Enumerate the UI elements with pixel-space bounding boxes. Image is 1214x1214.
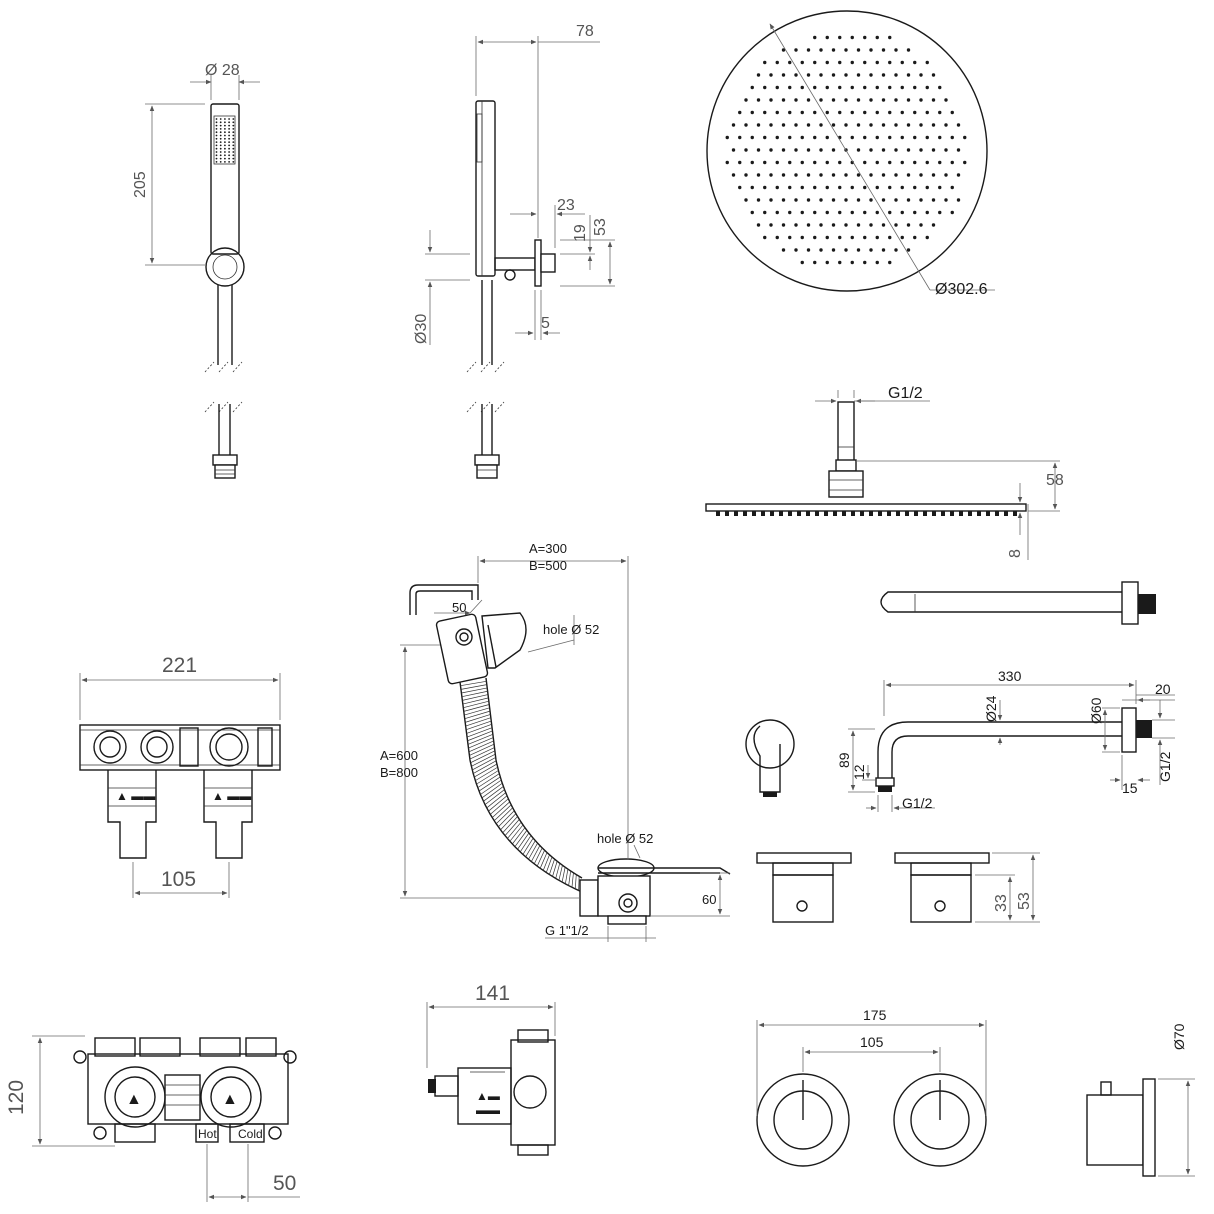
arm-length-label: 330 <box>998 668 1022 684</box>
control-plates-front-view: 175 105 <box>756 1007 987 1167</box>
total-height-label: 53 <box>1016 892 1033 910</box>
hot-label: Hot <box>198 1127 217 1141</box>
outlet-thread-label: G1/2 <box>902 795 933 811</box>
two-outlet-valve-front-view: ▲ ▬▬ ▲ ▬▬ 221 105 <box>79 654 281 898</box>
flange-diameter-label: Ø60 <box>1088 697 1104 724</box>
lever-length-label: 50 <box>452 600 466 615</box>
hand-shower-nozzle-grid <box>215 118 235 163</box>
bottom-hole-label: hole Ø 52 <box>597 831 653 846</box>
svg-text:▲: ▲ <box>126 1091 142 1108</box>
waste-thread-label: G 1"1/2 <box>545 923 589 938</box>
shower-head-thickness-label: 8 <box>1007 549 1024 558</box>
shower-head-top-view: Ø302.6 <box>706 10 995 298</box>
plate-width-label: 175 <box>863 1007 887 1023</box>
svg-text:▲: ▲ <box>222 1091 238 1108</box>
waste-height-label: 60 <box>702 892 716 907</box>
arm-height-label: 89 <box>836 752 852 768</box>
shower-head-nozzles-side <box>716 511 1017 516</box>
thread-label: G1/2 <box>888 385 923 402</box>
arm-drop-label: 12 <box>851 764 867 780</box>
inlet-thread-label: G1/2 <box>1157 751 1173 782</box>
valve-offset-label: 50 <box>273 1172 296 1195</box>
shower-arm-side-view: 330 20 Ø24 Ø60 89 12 G1/2 G1/2 15 <box>836 668 1175 812</box>
handle-side-view: Ø70 <box>1086 1023 1195 1177</box>
wall-plate-diameter-label: Ø30 <box>413 314 430 344</box>
hand-shower-length-label: 205 <box>132 171 149 198</box>
hand-shower-front-view: Ø 28 205 <box>132 62 260 479</box>
tube-diameter-label: Ø24 <box>983 695 999 722</box>
shower-arm-top-view <box>880 581 1156 625</box>
valve-width-label: 141 <box>475 982 510 1005</box>
gap-label: 5 <box>541 315 550 332</box>
bracket-offset-label: 19 <box>572 224 589 242</box>
height-a-label: A=600 <box>380 748 418 763</box>
bracket-depth-label: 23 <box>557 197 575 214</box>
two-outlet-valve-top-view: ▲ ▲ Hot Cold 120 50 <box>5 1035 300 1202</box>
hand-shower-depth-label: 78 <box>576 23 594 40</box>
svg-text:▲▬: ▲▬ <box>476 1089 500 1103</box>
spout-outlet-side-view <box>745 719 795 797</box>
bath-filler-drawing: A=300 B=500 50 hole Ø 52 A=600 B=800 hol… <box>380 541 731 942</box>
body-height-label: 33 <box>993 894 1010 912</box>
arm-gap-label: 15 <box>1122 780 1138 796</box>
svg-text:▲ ▬▬: ▲ ▬▬ <box>116 789 155 803</box>
top-hole-label: hole Ø 52 <box>543 622 599 637</box>
flange-depth-label: 20 <box>1155 681 1171 697</box>
reach-b-label: B=500 <box>529 558 567 573</box>
reach-a-label: A=300 <box>529 541 567 556</box>
valve-width-label: 221 <box>162 654 197 677</box>
shower-head-nozzles <box>725 35 967 265</box>
handle-diameter-label: Ø70 <box>1171 1023 1187 1050</box>
hand-shower-side-view: 78 23 19 53 Ø30 5 <box>413 23 615 479</box>
height-b-label: B=800 <box>380 765 418 780</box>
shower-head-height-label: 58 <box>1046 472 1064 489</box>
shower-head-diameter-label: Ø302.6 <box>935 281 988 298</box>
cold-label: Cold <box>238 1127 263 1141</box>
shower-head-side-view: G1/2 58 8 <box>705 385 1064 560</box>
plate-spacing-label: 105 <box>860 1034 884 1050</box>
svg-text:▲ ▬▬: ▲ ▬▬ <box>212 789 251 803</box>
valve-spacing-label: 105 <box>161 868 196 891</box>
hose-ribs <box>460 680 580 891</box>
controls-side-view: 33 53 <box>756 852 1040 923</box>
bracket-height-label: 53 <box>592 218 609 236</box>
svg-text:▬▬: ▬▬ <box>476 1103 500 1117</box>
valve-depth-label: 120 <box>5 1080 28 1115</box>
single-valve-side-view: ▲▬ ▬▬ 141 <box>426 982 556 1156</box>
hand-shower-diameter-label: Ø 28 <box>205 62 240 79</box>
